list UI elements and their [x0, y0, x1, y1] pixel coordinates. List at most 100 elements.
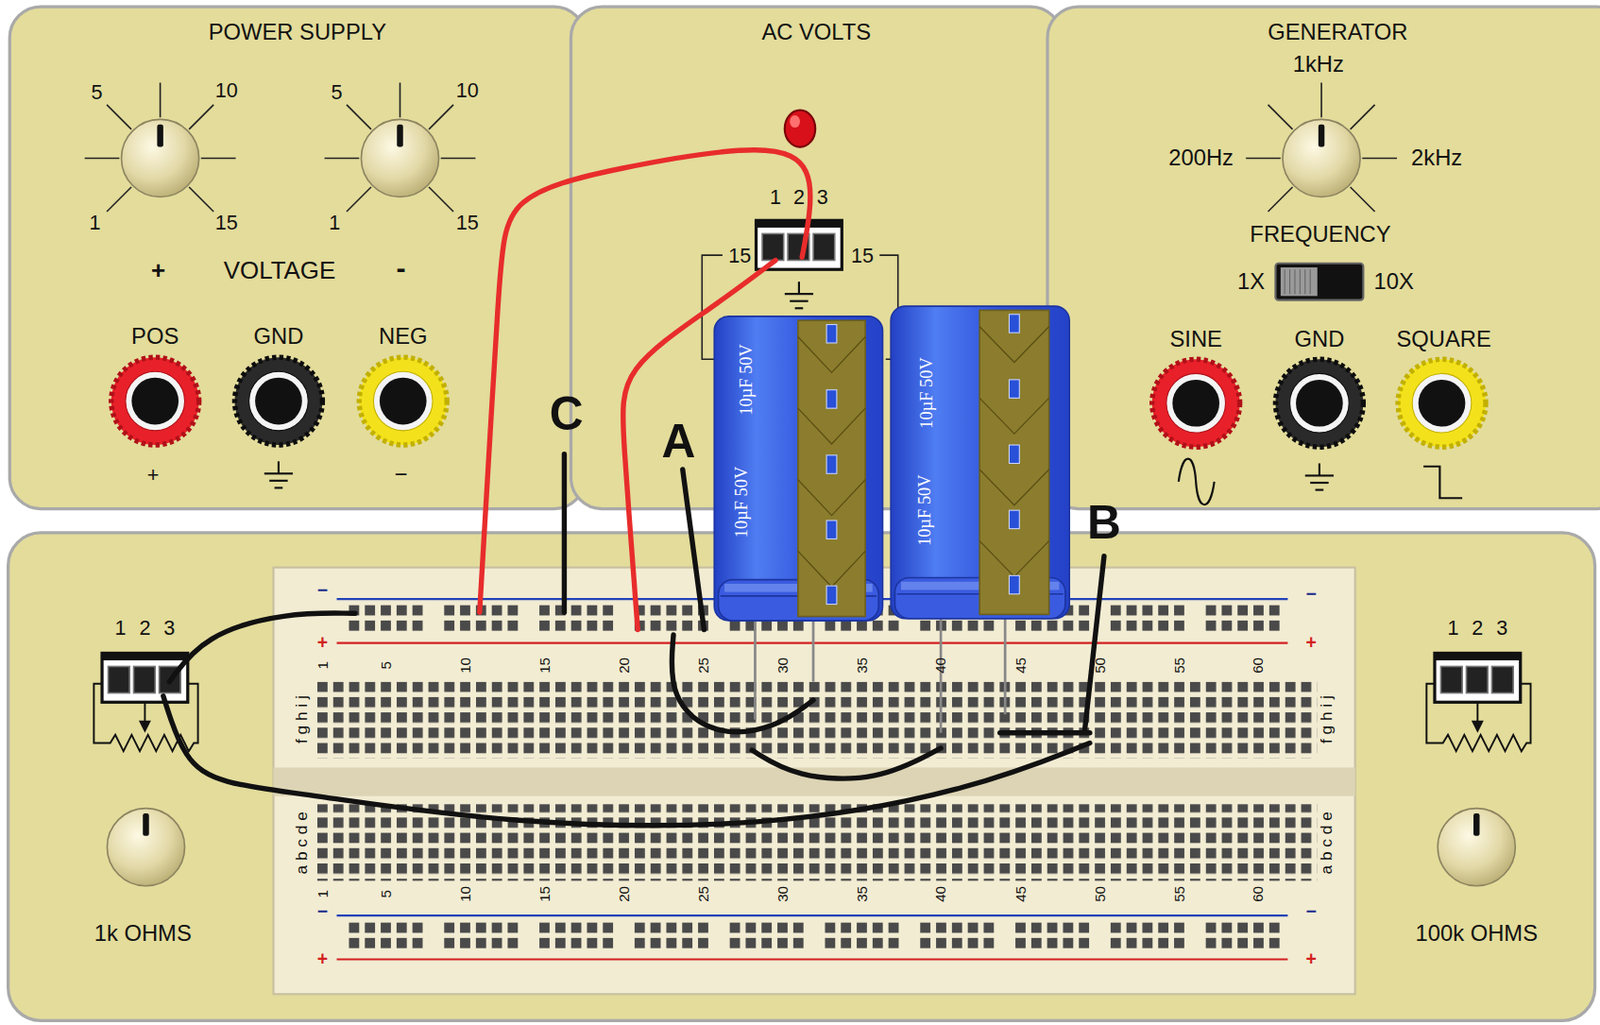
column-number: 1 [315, 661, 330, 669]
capacitor [890, 306, 1070, 619]
panel-label: 15 [215, 212, 239, 234]
panel-label: 1 [1446, 617, 1459, 639]
capacitor-lead [753, 607, 757, 720]
panel-label: − [1306, 902, 1317, 920]
panel-label: 2 [791, 187, 807, 208]
column-number: 55 [1172, 885, 1187, 903]
column-number: 20 [616, 657, 631, 674]
column-number: 40 [934, 657, 949, 674]
panel-title: POWER SUPPLY [11, 20, 584, 46]
panel-label: a b c d e [1318, 811, 1335, 874]
hole-grid [317, 681, 1317, 759]
panel-label: f g h i j [293, 695, 310, 744]
panel-label: + [1306, 950, 1317, 969]
jumper-wire [671, 634, 814, 732]
knob [324, 83, 477, 212]
capacitor-marking: 10µF 50V [918, 357, 936, 428]
panel-label: - [396, 254, 407, 283]
range-switch [1275, 263, 1363, 301]
column-number: 30 [775, 885, 790, 903]
terminal-block [1434, 652, 1521, 702]
led-highlight [789, 115, 800, 128]
knob [1437, 808, 1515, 886]
column-number: 20 [616, 885, 631, 903]
panel-label: f g h i j [1318, 695, 1335, 744]
panel-label: + [1306, 633, 1317, 652]
banana-jack [234, 357, 323, 445]
column-number: 15 [537, 657, 552, 674]
panel-label: 10X [1374, 270, 1414, 293]
panel-label: + [151, 257, 166, 283]
panel-label: 10 [215, 79, 239, 101]
column-number: 35 [854, 657, 869, 674]
panel-label: 10 [456, 79, 479, 101]
jumper-wire [1084, 556, 1105, 732]
panel-title: GENERATOR [1049, 20, 1600, 46]
callout-letter: B [1087, 498, 1122, 546]
jumper-wire [1000, 730, 1090, 735]
panel-label: 2 [138, 617, 151, 639]
banana-jack [111, 357, 200, 445]
knob [106, 808, 185, 886]
knob [85, 83, 237, 212]
capacitor-marking: 10µF 50V [732, 466, 750, 538]
capacitor-lead [1004, 607, 1007, 715]
panel-label: 15 [728, 244, 751, 266]
column-number: 5 [378, 889, 393, 898]
panel-label: 15 [456, 212, 479, 234]
panel-label: 3 [1496, 617, 1508, 639]
callout-letter: A [661, 417, 696, 465]
rail-line [337, 914, 1289, 917]
panel-label: 3 [815, 187, 831, 208]
column-number: 50 [1092, 657, 1107, 674]
panel-label: SQUARE [1396, 328, 1492, 352]
panel-label: + [147, 464, 160, 486]
breadboard [273, 567, 1356, 995]
column-number: 60 [1251, 885, 1266, 903]
column-number: 50 [1092, 885, 1107, 903]
column-number: 1 [315, 889, 330, 898]
led [784, 110, 816, 148]
panel-label: 1k OHMS [94, 922, 192, 946]
panel-label: − [317, 902, 328, 920]
banana-jack [358, 357, 447, 445]
panel-label: a b c d e [293, 811, 310, 874]
test-lead-wire [623, 259, 776, 630]
panel-label: 2kHz [1411, 147, 1463, 171]
column-number: 25 [696, 657, 711, 674]
panel-label: SINE [1169, 328, 1222, 352]
test-lead-wire [479, 150, 811, 613]
panel-label: NEG [378, 325, 428, 349]
banana-jack [1275, 358, 1363, 447]
capacitor-marking: 10µF 50V [737, 343, 755, 415]
column-number: 35 [854, 885, 869, 903]
capacitor [714, 316, 883, 621]
jumper-wire [169, 612, 356, 682]
panel-label: GND [254, 325, 305, 349]
callout-letter: C [549, 390, 584, 438]
panel-label: 1kHz [1293, 52, 1345, 76]
ground-symbol [784, 281, 814, 308]
capacitor-marking: 10µF 50V [916, 474, 934, 545]
panel-label: VOLTAGE [223, 257, 337, 283]
sine-symbol [1178, 459, 1215, 506]
panel-label: − [1306, 584, 1317, 603]
panel-label: 15 [851, 244, 874, 266]
jumper-wire [682, 469, 705, 630]
ground-symbol [1305, 462, 1334, 490]
knob [1245, 83, 1397, 212]
panel-label: 200Hz [1168, 147, 1234, 171]
panel-label: + [317, 633, 328, 652]
breadboard-channel [273, 766, 1356, 796]
panel-label: + [317, 950, 328, 969]
panel-label: 100k OHMS [1415, 922, 1538, 946]
resistor-symbol [93, 683, 198, 751]
column-number: 55 [1172, 657, 1187, 674]
panel-label: 5 [331, 81, 343, 103]
banana-jack [1152, 358, 1241, 447]
column-number: 30 [775, 657, 790, 674]
column-number: 60 [1251, 657, 1266, 674]
panel-title: AC VOLTS [572, 20, 1060, 46]
column-number: 5 [378, 661, 393, 669]
